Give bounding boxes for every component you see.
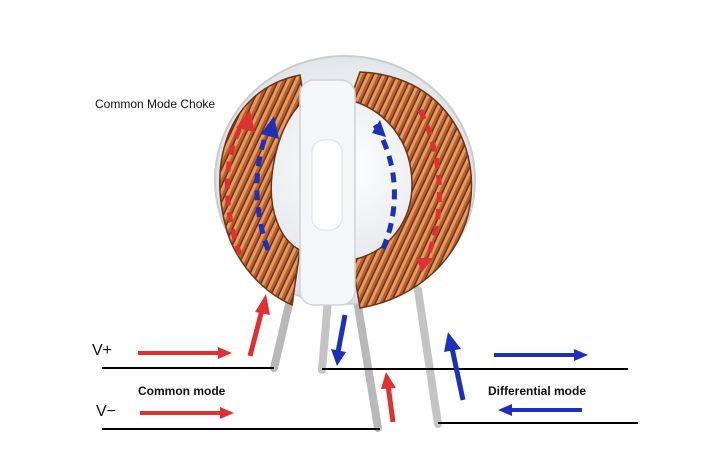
flux-arrows bbox=[224, 108, 442, 272]
conductor-lines bbox=[102, 367, 638, 430]
lead-current-arrows bbox=[247, 294, 466, 423]
common-mode-arrows bbox=[138, 347, 234, 419]
core-center-post bbox=[299, 79, 356, 306]
lead-wires bbox=[270, 286, 442, 432]
differential-mode-arrows bbox=[494, 349, 588, 416]
v-minus-label: V− bbox=[96, 403, 117, 420]
differential-mode-label: Differential mode bbox=[488, 384, 587, 398]
common-mode-label: Common mode bbox=[138, 384, 226, 398]
winding-right bbox=[349, 71, 473, 309]
diagram-title: Common Mode Choke bbox=[95, 97, 216, 111]
v-plus-label: V+ bbox=[92, 342, 113, 359]
winding-left bbox=[219, 74, 305, 307]
